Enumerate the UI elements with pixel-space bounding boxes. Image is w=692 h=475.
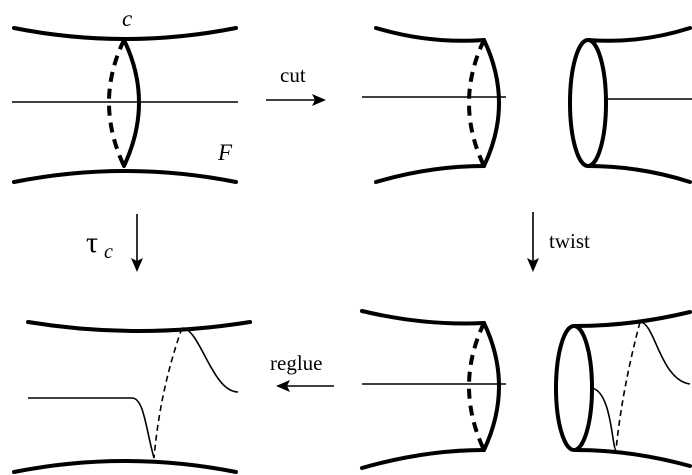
arrowhead	[312, 94, 326, 106]
curve-c-back-dashed	[107, 39, 126, 167]
panel-original-surface: c F	[12, 6, 238, 184]
left-piece-upper-boundary	[360, 309, 486, 326]
label-tau-subscript: c	[104, 241, 113, 263]
panel-twisted-surface	[360, 309, 692, 470]
left-piece-lower-boundary	[374, 164, 486, 184]
right-piece-upper-boundary	[586, 26, 692, 43]
label-cut: cut	[280, 63, 306, 87]
curve-c-front	[122, 38, 141, 168]
label-twist: twist	[549, 229, 590, 253]
label-tau: τ	[86, 226, 98, 259]
arrowhead	[131, 258, 143, 272]
arrow-cut: cut	[266, 63, 326, 106]
arrow-tau-c: τ c	[86, 214, 143, 272]
left-piece-cut-edge-back	[467, 322, 486, 451]
curve-label-c: c	[122, 6, 132, 31]
surface-label-f: F	[217, 140, 233, 165]
label-reglue: reglue	[270, 351, 322, 375]
lower-boundary	[12, 459, 238, 474]
arrow-twist: twist	[527, 212, 590, 272]
right-piece-cut-edge	[554, 324, 594, 452]
left-piece-cut-edge-front	[482, 38, 501, 168]
right-piece-lower-boundary	[574, 448, 692, 468]
twisted-arc	[28, 397, 155, 459]
right-piece-twisted-arc	[589, 321, 691, 451]
right-piece-lower-boundary	[586, 164, 692, 184]
arrowhead	[276, 380, 290, 392]
panel-twisted-result	[12, 320, 252, 474]
left-piece-upper-boundary	[374, 26, 486, 43]
dehn-twist-curve-dashed	[153, 327, 183, 459]
left-piece-lower-boundary	[360, 448, 486, 470]
lower-boundary	[12, 169, 238, 184]
twisted-arc-continuation	[181, 327, 239, 393]
right-piece-hidden-curve	[615, 321, 641, 451]
arrowhead	[527, 258, 539, 272]
right-piece-cut-edge	[568, 38, 608, 168]
arrow-reglue: reglue	[270, 351, 334, 392]
upper-boundary	[26, 320, 252, 333]
right-piece-upper-boundary	[574, 310, 692, 328]
left-piece-cut-edge-back	[467, 39, 486, 167]
left-piece-cut-edge-front	[482, 321, 501, 452]
panel-cut-surface	[362, 26, 692, 184]
